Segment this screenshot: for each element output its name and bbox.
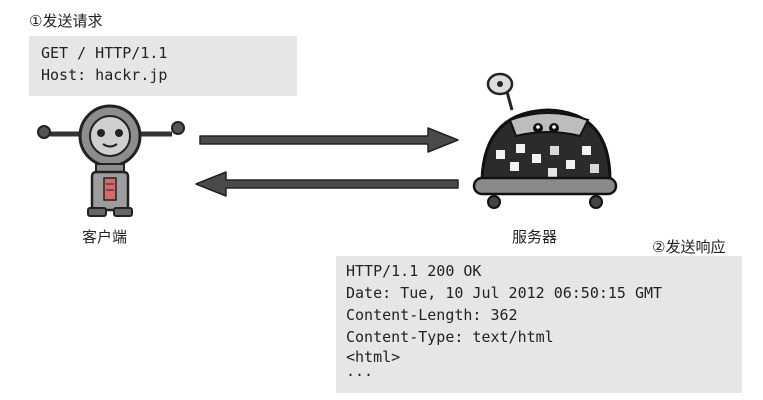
request-line: GET / HTTP/1.1 [41, 44, 168, 62]
response-line: Content-Length: 362 [346, 306, 518, 324]
response-arrow [195, 171, 459, 197]
response-step-label: ②发送响应 [652, 238, 726, 256]
request-step-label: ①发送请求 [29, 12, 103, 30]
server-caption: 服务器 [512, 228, 558, 246]
request-box: GET / HTTP/1.1 Host: hackr.jp [29, 36, 297, 96]
request-arrow [199, 127, 459, 153]
client-robot-illustration [37, 104, 185, 217]
response-box: HTTP/1.1 200 OK Date: Tue, 10 Jul 2012 0… [336, 256, 742, 393]
response-line: <html> [346, 348, 401, 366]
response-line: HTTP/1.1 200 OK [346, 262, 482, 280]
response-line: ... [346, 362, 374, 380]
server-robot-illustration [472, 72, 618, 209]
request-line: Host: hackr.jp [41, 66, 168, 84]
response-line: Date: Tue, 10 Jul 2012 06:50:15 GMT [346, 284, 663, 302]
client-caption: 客户端 [82, 228, 128, 246]
response-line: Content-Type: text/html [346, 328, 554, 346]
